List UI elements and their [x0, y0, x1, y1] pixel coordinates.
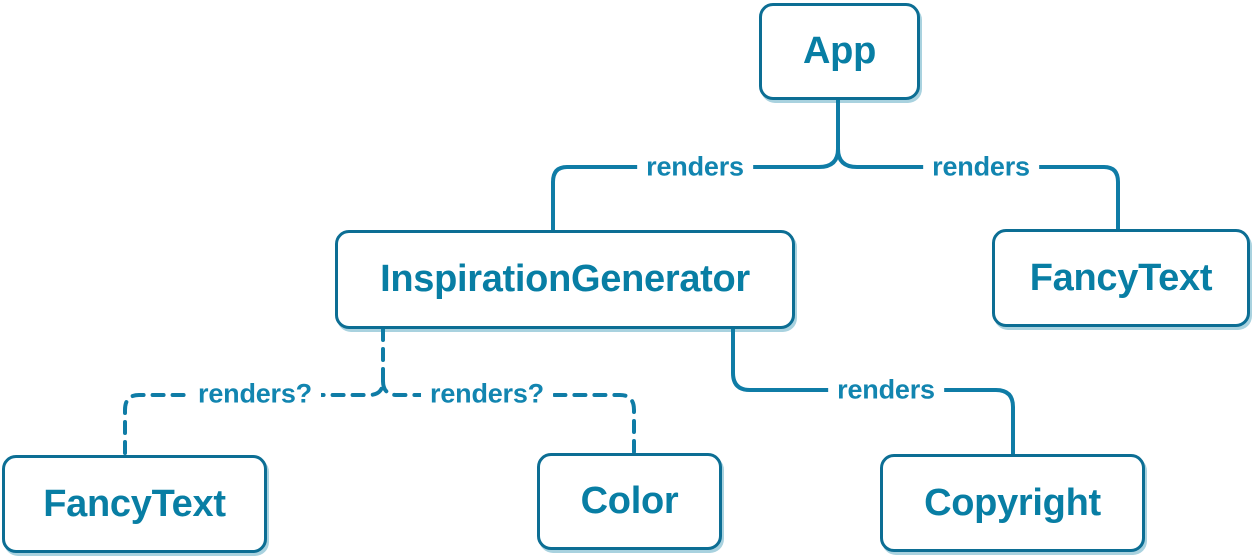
node-inspiration-generator: InspirationGenerator: [335, 230, 795, 329]
node-copyright: Copyright: [880, 454, 1145, 552]
edge-app-fancytext: [836, 147, 1120, 231]
node-app: App: [759, 3, 920, 100]
edge-label-inspirationgenerator-color: renders?: [421, 377, 553, 411]
node-fancy-text-top: FancyText: [992, 229, 1250, 327]
edge-label-app-fancytext: renders: [923, 150, 1039, 184]
edge-label-inspirationgenerator-fancytext: renders?: [189, 377, 321, 411]
edge-label-inspirationgenerator-copyright: renders: [828, 373, 944, 407]
edge-inspirationgenerator-color: [381, 379, 636, 455]
edge-label-app-inspirationgenerator: renders: [637, 150, 753, 184]
node-color: Color: [537, 453, 722, 550]
node-fancy-text-bottom: FancyText: [2, 455, 267, 553]
